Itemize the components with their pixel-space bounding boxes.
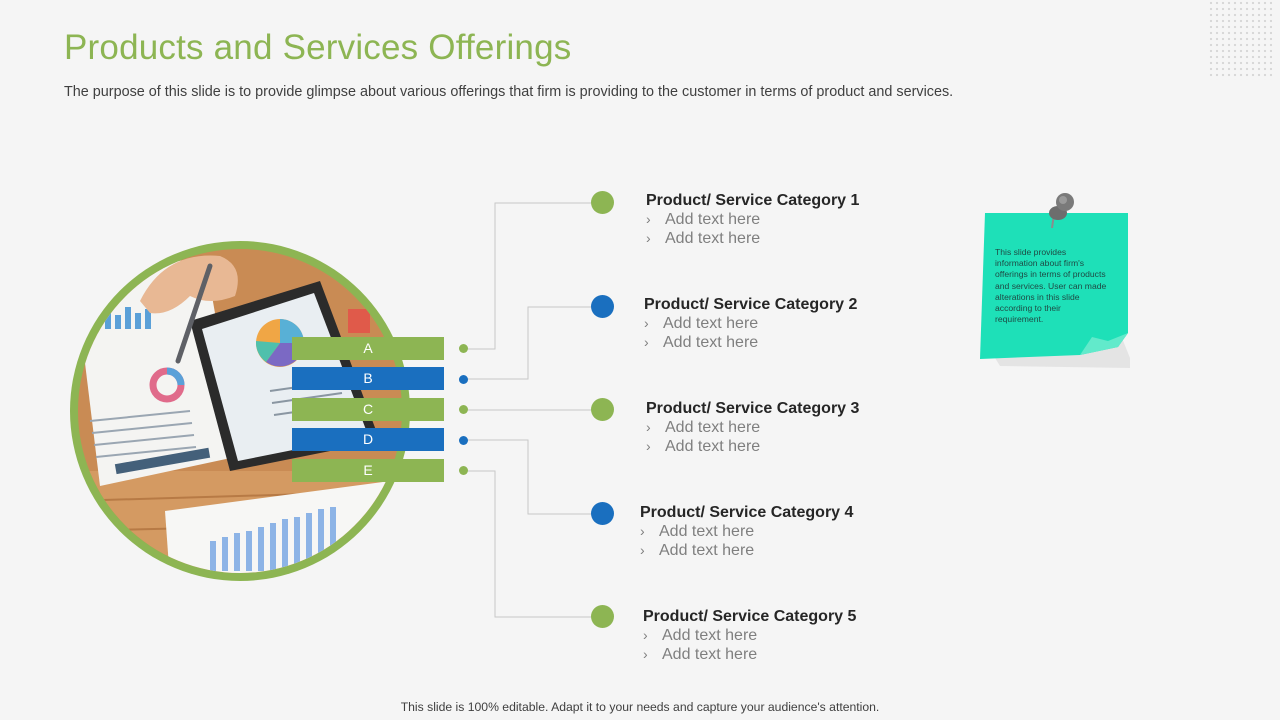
small-dot-e	[459, 466, 468, 475]
item-text: Add text here	[665, 211, 761, 228]
connector-line-d	[468, 439, 603, 515]
sticky-note-text: This slide provides information about fi…	[995, 247, 1107, 325]
chevron-right-icon: ›	[646, 419, 651, 435]
chevron-right-icon: ›	[646, 438, 651, 454]
dot-pattern-decoration	[1208, 0, 1272, 80]
category-dot-5	[591, 605, 614, 628]
item-text: Add text here	[665, 419, 761, 436]
category-block-1: Product/ Service Category 1 › Add text he…	[646, 191, 859, 248]
bar-a: A	[292, 337, 444, 360]
item-text: Add text here	[659, 523, 755, 540]
page-subtitle: The purpose of this slide is to provide …	[64, 84, 954, 100]
footer-note: This slide is 100% editable. Adapt it to…	[400, 700, 880, 714]
chevron-right-icon: ›	[646, 230, 651, 246]
list-item: › Add text here	[644, 314, 857, 333]
chevron-right-icon: ›	[640, 523, 645, 539]
category-heading: Product/ Service Category 4	[640, 504, 854, 521]
category-dot-2	[591, 295, 614, 318]
list-item: › Add text here	[646, 418, 859, 437]
category-dot-3	[591, 398, 614, 421]
report-photo	[70, 241, 410, 581]
page-title: Products and Services Offerings	[64, 28, 572, 67]
item-text: Add text here	[662, 646, 758, 663]
item-text: Add text here	[665, 230, 761, 247]
category-heading: Product/ Service Category 1	[646, 192, 860, 209]
chevron-right-icon: ›	[640, 542, 645, 558]
chevron-right-icon: ›	[643, 646, 648, 662]
category-heading: Product/ Service Category 3	[646, 400, 860, 417]
small-dot-c	[459, 405, 468, 414]
chevron-right-icon: ›	[646, 211, 651, 227]
bar-e: E	[292, 459, 444, 482]
category-dot-1	[591, 191, 614, 214]
item-text: Add text here	[659, 542, 755, 559]
list-item: › Add text here	[643, 645, 856, 664]
list-item: › Add text here	[643, 626, 856, 645]
bar-d: D	[292, 428, 444, 451]
item-text: Add text here	[663, 315, 759, 332]
item-text: Add text here	[663, 334, 759, 351]
list-item: › Add text here	[646, 229, 859, 248]
sticky-note	[980, 213, 1130, 368]
bar-c: C	[292, 398, 444, 421]
connector-line-a	[468, 202, 603, 350]
category-block-3: Product/ Service Category 3 › Add text he…	[646, 399, 859, 456]
category-block-2: Product/ Service Category 2 › Add text he…	[644, 295, 857, 352]
pushpin-icon	[1049, 193, 1074, 229]
category-dot-4	[591, 502, 614, 525]
item-text: Add text here	[665, 438, 761, 455]
list-item: › Add text here	[644, 333, 857, 352]
list-item: › Add text here	[640, 541, 853, 560]
category-heading: Product/ Service Category 2	[644, 296, 858, 313]
category-heading: Product/ Service Category 5	[643, 608, 857, 625]
category-block-4: Product/ Service Category 4 › Add text he…	[640, 503, 853, 560]
chevron-right-icon: ›	[643, 627, 648, 643]
bar-b: B	[292, 367, 444, 390]
connector-line-b	[468, 306, 603, 380]
category-block-5: Product/ Service Category 5 › Add text he…	[643, 607, 856, 664]
small-dot-a	[459, 344, 468, 353]
connector-line-e	[468, 470, 603, 618]
list-item: › Add text here	[646, 210, 859, 229]
item-text: Add text here	[662, 627, 758, 644]
small-dot-b	[459, 375, 468, 384]
small-dot-d	[459, 436, 468, 445]
list-item: › Add text here	[640, 522, 853, 541]
chevron-right-icon: ›	[644, 334, 649, 350]
chevron-right-icon: ›	[644, 315, 649, 331]
list-item: › Add text here	[646, 437, 859, 456]
